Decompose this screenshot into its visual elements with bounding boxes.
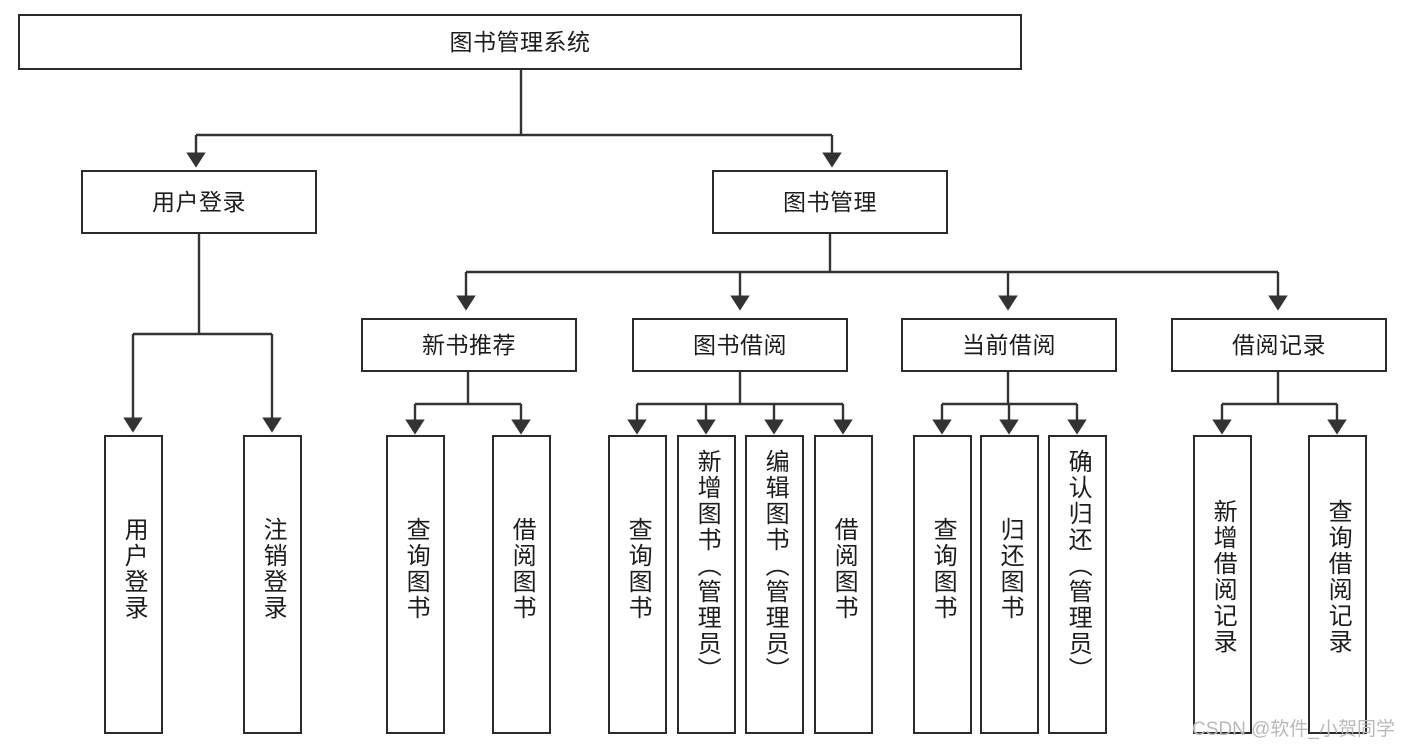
connectors-user-login [123,234,282,433]
node-leaf-user-login[interactable]: 用户登录 [104,435,163,734]
connectors-new-book-recommend [405,371,531,435]
node-leaf-user-logout[interactable]: 注销登录 [243,435,302,734]
node-leaf-add-book[interactable]: 新增图书（管理员） [677,435,736,734]
node-leaf-query-book-3-label: 查询图书 [929,517,957,621]
node-leaf-return-book-label: 归还图书 [996,517,1024,621]
node-leaf-query-book-1-label: 查询图书 [402,517,430,621]
node-leaf-confirm-return[interactable]: 确认归还（管理员） [1048,435,1107,734]
node-leaf-query-book-3[interactable]: 查询图书 [913,435,972,734]
node-leaf-query-book-1[interactable]: 查询图书 [386,435,445,734]
node-leaf-edit-book[interactable]: 编辑图书（管理员） [745,435,804,734]
node-leaf-user-login-label: 用户登录 [120,517,148,621]
node-book-borrow-label: 图书借阅 [693,331,787,358]
node-leaf-borrow-book-1[interactable]: 借阅图书 [492,435,551,734]
node-leaf-add-record-label: 新增借阅记录 [1209,499,1237,655]
node-book-manage-label: 图书管理 [783,188,877,215]
connectors-borrow-record [1212,371,1347,435]
node-borrow-record-label: 借阅记录 [1232,331,1326,358]
node-leaf-borrow-book-2-label: 借阅图书 [830,517,858,621]
node-root-label: 图书管理系统 [449,28,591,55]
node-leaf-user-logout-label: 注销登录 [259,517,287,621]
node-leaf-borrow-book-1-label: 借阅图书 [508,517,536,621]
node-leaf-add-record[interactable]: 新增借阅记录 [1193,435,1252,734]
node-leaf-query-record-label: 查询借阅记录 [1324,499,1352,655]
node-new-book-recommend-label: 新书推荐 [422,331,516,358]
node-user-login-label: 用户登录 [152,188,246,215]
node-current-borrow[interactable]: 当前借阅 [901,318,1117,372]
connectors-book-manage [456,234,1288,311]
node-leaf-confirm-return-label: 确认归还（管理员） [1064,449,1092,683]
node-leaf-query-record[interactable]: 查询借阅记录 [1308,435,1367,734]
node-leaf-edit-book-label: 编辑图书（管理员） [761,449,789,683]
node-root[interactable]: 图书管理系统 [18,14,1022,70]
connectors-current-borrow [932,371,1087,435]
node-leaf-query-book-2-label: 查询图书 [624,517,652,621]
node-leaf-return-book[interactable]: 归还图书 [980,435,1039,734]
node-book-borrow[interactable]: 图书借阅 [632,318,848,372]
node-book-manage[interactable]: 图书管理 [712,170,948,234]
node-borrow-record[interactable]: 借阅记录 [1171,318,1387,372]
node-user-login[interactable]: 用户登录 [81,170,317,234]
node-current-borrow-label: 当前借阅 [962,331,1056,358]
connectors-root [186,70,842,168]
node-leaf-query-book-2[interactable]: 查询图书 [608,435,667,734]
connectors-book-borrow [627,371,853,435]
node-leaf-borrow-book-2[interactable]: 借阅图书 [814,435,873,734]
node-leaf-add-book-label: 新增图书（管理员） [693,449,721,683]
node-new-book-recommend[interactable]: 新书推荐 [361,318,577,372]
